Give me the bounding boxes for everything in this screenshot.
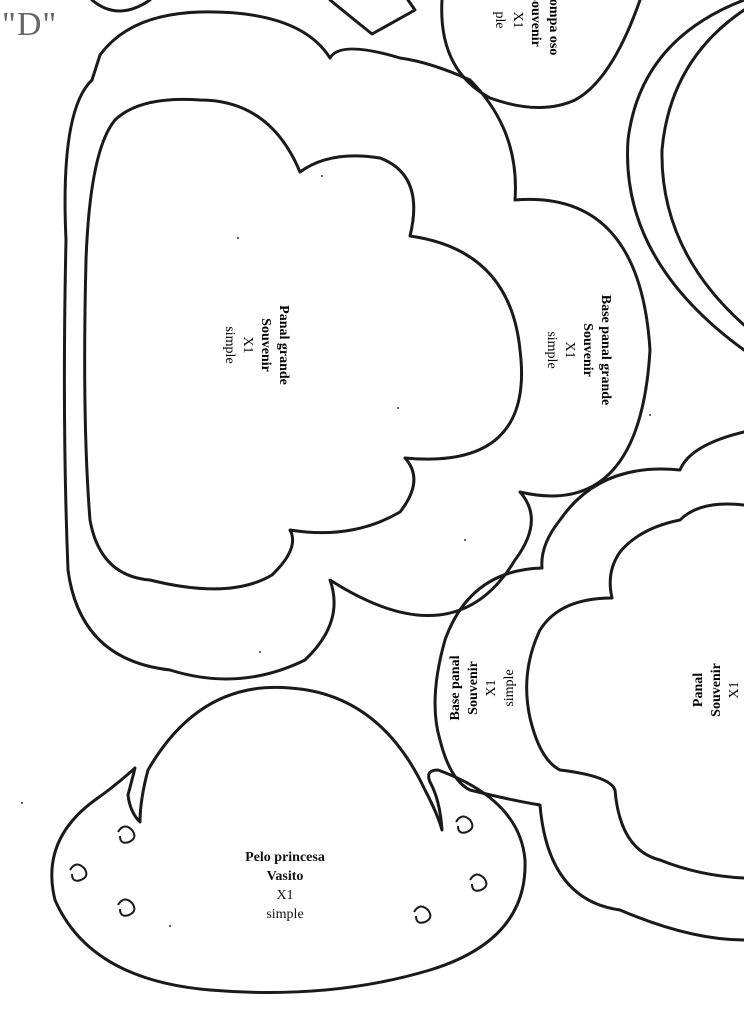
panal-label: Panal Souvenir X1 [691,663,742,717]
panal-grande-label: Panal grande Souvenir X1 simple [222,305,291,385]
panal-name: Panal [691,673,706,707]
panal-use: Souvenir [709,663,724,717]
sheet-label: "D" [2,6,58,43]
curl-icon [117,825,136,844]
panal-outline [525,502,744,880]
base-panal-type: simple [502,669,517,706]
partial-shape-top-center [328,0,417,36]
base-panal-outline [433,430,744,942]
trompa-oso-name: Trompa oso [546,0,561,55]
base-panal-grande-label: Base panal grande Souvenir X1 simple [544,295,613,405]
pelo-princesa-qty: X1 [276,888,294,903]
panal-grande-name: Panal grande [276,305,291,385]
right-partial-outer [626,0,744,352]
panal-grande-use: Souvenir [258,318,273,372]
curl-icon [413,905,432,924]
curl-icon [455,815,474,834]
base-panal-grande-type: simple [544,331,559,368]
pelo-princesa-use: Vasito [266,869,304,884]
trompa-oso-qty: X1 [510,11,525,28]
curl-icon [469,873,488,892]
trompa-oso-label: Trompa oso Souvenir X1 ple [492,0,561,55]
base-panal-grande-use: Souvenir [580,323,595,377]
pelo-princesa-label: Pelo princesa Vasito X1 simple [222,848,348,924]
base-panal-qty: X1 [484,679,499,696]
base-panal-grande-qty: X1 [562,341,577,358]
right-partial-inner [660,8,744,327]
base-panal-use: Souvenir [466,661,481,715]
panal-grande-outline [83,97,523,591]
base-panal-name: Base panal [448,655,463,720]
base-panal-grande-name: Base panal grande [598,295,613,405]
trompa-oso-outline [440,0,642,109]
pelo-princesa-outline [50,685,527,994]
trompa-oso-use: Souvenir [528,0,543,47]
base-panal-label: Base panal Souvenir X1 simple [448,655,517,720]
curl-icons [69,815,488,924]
base-panal-grande-outline [62,10,652,681]
pelo-princesa-type: simple [266,907,304,922]
panal-grande-type: simple [222,326,237,363]
trompa-oso-type: ple [492,11,507,28]
curl-icon [117,898,136,917]
curl-icon [69,863,88,882]
partial-shape-top-left [90,0,152,13]
panal-qty: X1 [727,681,742,698]
pelo-princesa-name: Pelo princesa [245,850,325,865]
speckles [21,175,651,927]
panal-grande-qty: X1 [240,336,255,353]
